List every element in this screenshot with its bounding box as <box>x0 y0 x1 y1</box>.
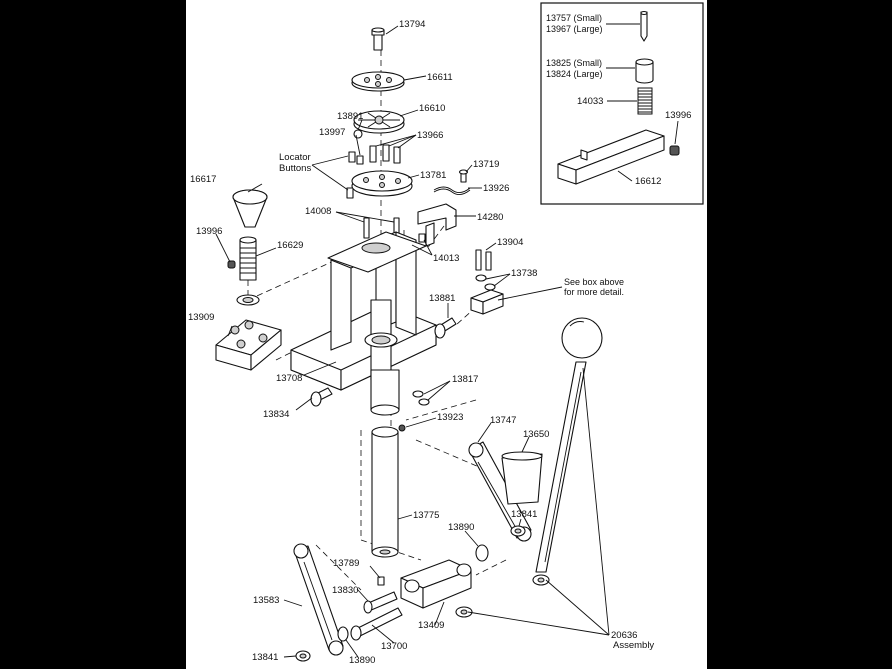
label-13966: 13966 <box>417 130 443 141</box>
label-assembly: Assembly <box>613 640 654 651</box>
label-16617: 16617 <box>190 174 216 185</box>
label-14280: 14280 <box>477 212 503 223</box>
label-16610: 16610 <box>419 103 445 114</box>
left-side-parts <box>215 189 333 407</box>
label-13890-lower: 13890 <box>349 655 375 666</box>
label-13789: 13789 <box>333 558 359 569</box>
label-13775: 13775 <box>413 510 439 521</box>
label-13409: 13409 <box>418 620 444 631</box>
label-16629: 16629 <box>277 240 303 251</box>
label-locator-1: Locator <box>279 152 311 163</box>
label-13909: 13909 <box>188 312 214 323</box>
inset-label-13825: 13825 (Small) <box>546 58 602 68</box>
inset-label-14033: 14033 <box>577 96 603 107</box>
inset-label-13757: 13757 (Small) <box>546 13 602 23</box>
linkage-parts <box>293 441 550 662</box>
label-13834: 13834 <box>263 409 289 420</box>
label-13794: 13794 <box>399 19 425 30</box>
label-see-box-1: See box above <box>564 277 624 287</box>
label-14008: 14008 <box>305 206 331 217</box>
spring-icon <box>637 87 653 115</box>
label-13890-upper: 13890 <box>448 522 474 533</box>
inset-label-13824: 13824 (Large) <box>546 69 603 79</box>
label-13781: 13781 <box>420 170 446 181</box>
inset-label-13967: 13967 (Large) <box>546 24 603 34</box>
label-13817: 13817 <box>452 374 478 385</box>
label-13926: 13926 <box>483 183 509 194</box>
leader-lines <box>215 25 610 658</box>
part-labels: 13794 16611 16610 13891 13997 13966 Loca… <box>188 19 654 666</box>
label-13583: 13583 <box>253 595 279 606</box>
label-20636: 20636 <box>611 630 637 641</box>
label-14013: 14013 <box>433 253 459 264</box>
label-13719: 13719 <box>473 159 499 170</box>
main-frame-13708 <box>290 231 437 416</box>
label-13904: 13904 <box>497 237 523 248</box>
label-13997: 13997 <box>319 127 345 138</box>
label-13650: 13650 <box>523 429 549 440</box>
label-13881: 13881 <box>429 293 455 304</box>
label-13700: 13700 <box>381 641 407 652</box>
label-13830: 13830 <box>332 585 358 596</box>
exploded-parts-diagram: 13757 (Small) 13967 (Large) 13825 (Small… <box>188 2 704 666</box>
label-13841-upper: 13841 <box>511 509 537 520</box>
inset-label-13996: 13996 <box>665 110 691 121</box>
right-mid-parts <box>398 317 457 432</box>
handle-assembly-20636 <box>535 317 603 573</box>
label-13747: 13747 <box>490 415 516 426</box>
inset-label-16612: 16612 <box>635 176 661 187</box>
inset-detail-box: 13757 (Small) 13967 (Large) 13825 (Small… <box>540 2 704 205</box>
ram-13775 <box>371 426 399 558</box>
label-see-box-2: for more detail. <box>564 287 624 297</box>
diagram-sheet: 13757 (Small) 13967 (Large) 13825 (Small… <box>186 0 707 669</box>
label-16611: 16611 <box>427 72 453 83</box>
label-13708: 13708 <box>276 373 302 384</box>
label-13841-lower: 13841 <box>252 652 278 663</box>
label-13996: 13996 <box>196 226 222 237</box>
label-13923: 13923 <box>437 412 463 423</box>
label-13738: 13738 <box>511 268 537 279</box>
top-stack-parts <box>346 27 504 315</box>
label-locator-2: Buttons <box>279 163 311 174</box>
label-13891: 13891 <box>337 111 363 122</box>
